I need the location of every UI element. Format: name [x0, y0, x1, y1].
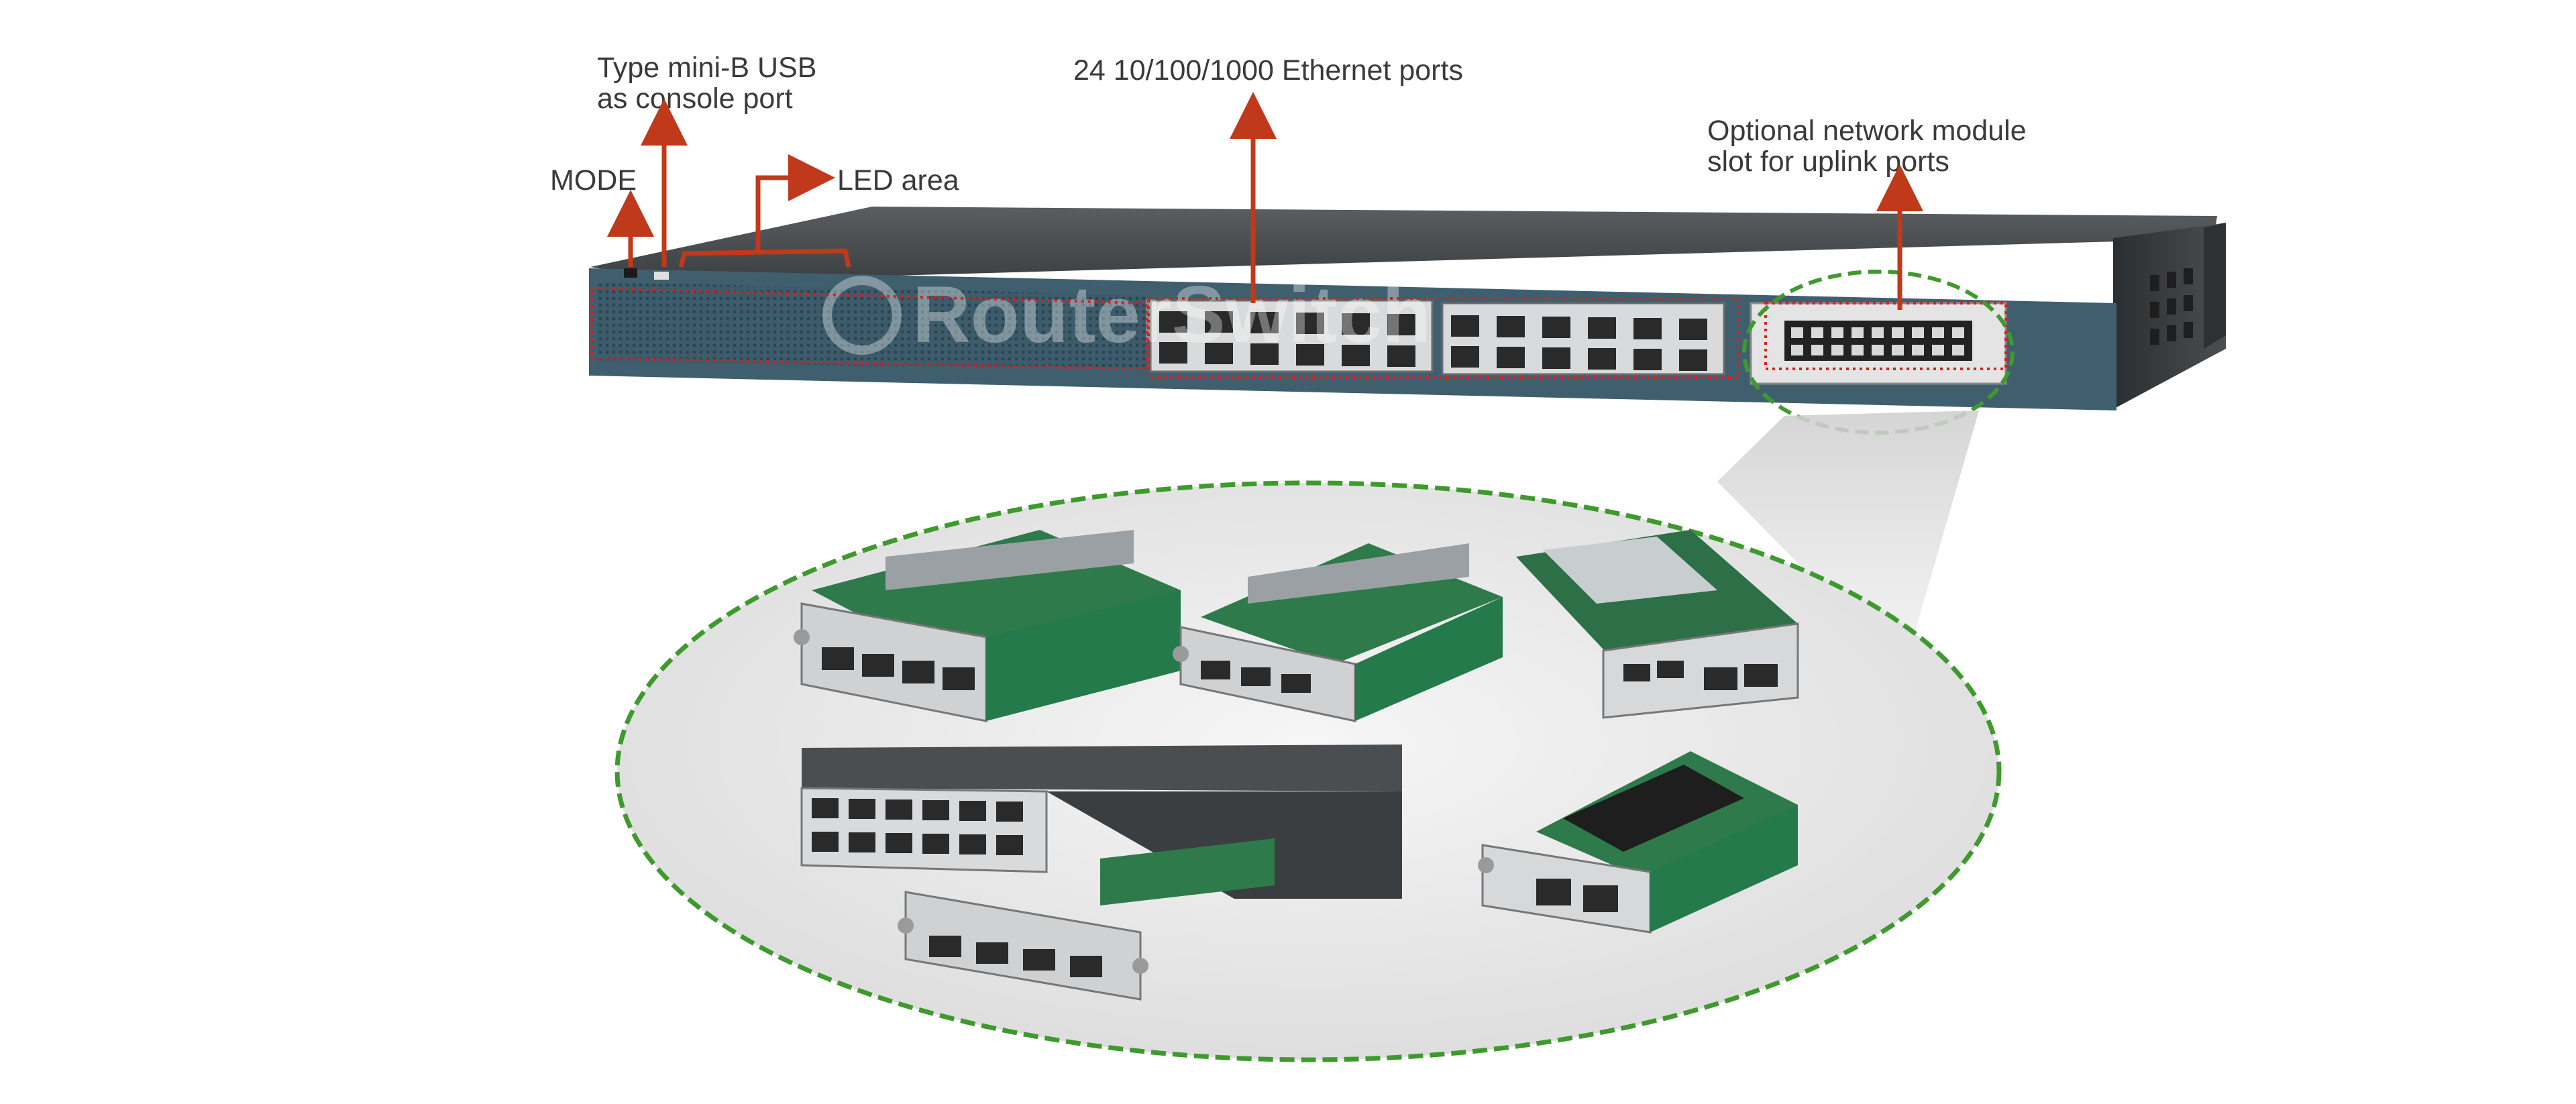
- watermark: RouterSwitch: [822, 270, 1431, 360]
- led-bracket: [678, 248, 851, 268]
- ethernet-ports-highlight: [1147, 297, 1740, 379]
- zoom-beam: [1717, 410, 1979, 671]
- ethernet-ports-label: 24 10/100/1000 Ethernet ports: [1073, 54, 1463, 87]
- led-arrow: [755, 154, 835, 252]
- watermark-text: RouterSwitch: [912, 270, 1431, 360]
- usb-console-port: [654, 272, 669, 280]
- module-4sfp-a: [794, 530, 1181, 722]
- uplink-module-slot: [1750, 302, 2007, 385]
- module-service-card: [1516, 530, 1799, 719]
- module-2rj45: [1478, 751, 1798, 934]
- module-2sfp: [1173, 543, 1503, 722]
- led-area-highlight: [590, 286, 1148, 371]
- mode-button: [624, 268, 637, 278]
- network-module-label-line1: Optional network module: [1707, 115, 2027, 147]
- module-slot-highlight: [1764, 302, 2007, 370]
- module-inserted-switch: [800, 744, 1402, 1001]
- usb-console-label: Type mini-B USB as console port: [597, 52, 816, 114]
- ethernet-port-block: [1149, 299, 1725, 376]
- usb-console-label-line1: Type mini-B USB: [597, 52, 817, 84]
- switch-chassis: [589, 207, 2226, 410]
- led-area-label: LED area: [837, 164, 959, 197]
- usb-console-label-line2: as console port: [597, 82, 793, 115]
